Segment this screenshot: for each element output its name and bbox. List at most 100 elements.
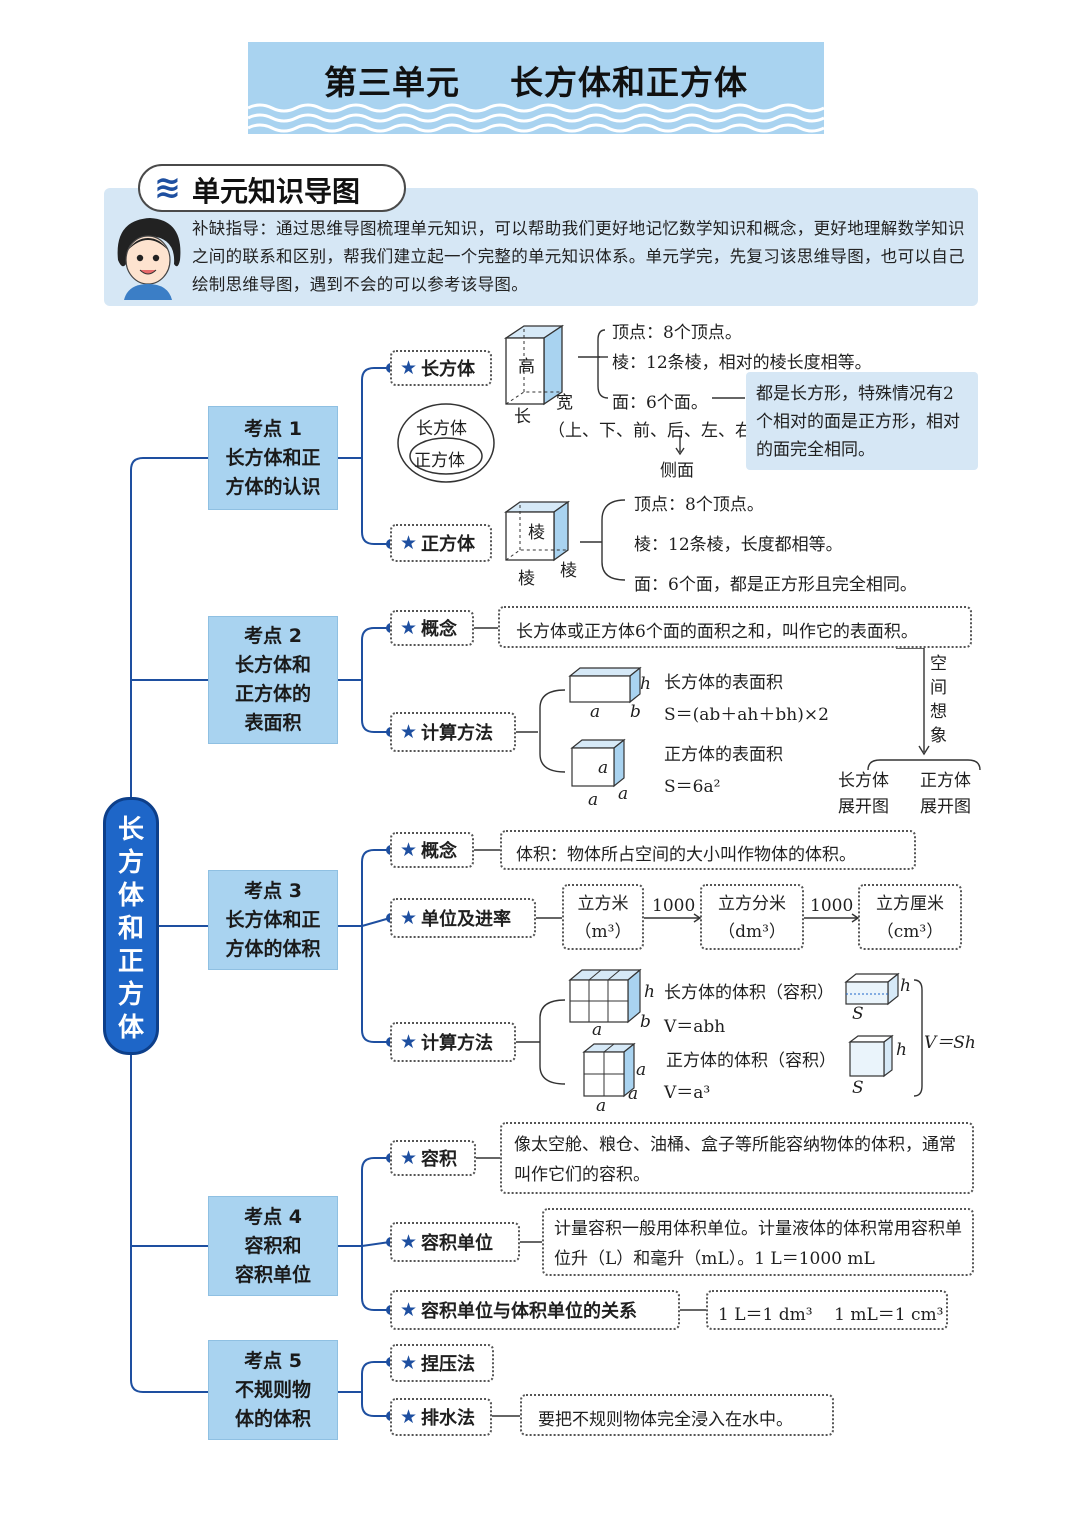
section-title: 单元知识导图 [192,175,361,208]
cube-vol-var-a-depth: a [628,1084,639,1104]
star-icon: ★ [400,1231,418,1253]
volume-cuboid-title: 长方体的体积（容积） [664,983,834,1003]
cuboid-vertex: 顶点：8个顶点。 [612,323,742,343]
capacity-unit-box: 计量容积一般用体积单位。计量液体的体积常用容积单位升（L）和毫升（mL）。1 L… [542,1208,974,1276]
cuboid-note: 都是长方形，特殊情况有2个相对的面是正方形，相对的面完全相同。 [756,384,960,460]
node-capacity-unit: ★容积单位 [390,1222,520,1262]
volume-concept-box: 体积：物体所占空间的大小叫作物体的体积。 [500,830,916,870]
kp1-line-2: 长方体和正 [225,446,321,469]
node-water-method: ★排水法 [390,1398,492,1436]
kp2-line-3: 正方体的 [234,683,311,705]
unit-cubic-decimeter: 立方分米（dm³） [700,884,804,950]
node-volume-units: ★单位及进率 [390,898,536,938]
container-cube-var-s: S [852,1078,864,1098]
container-cube-var-h: h [896,1040,907,1060]
topic-kp2: 考点 2 长方体和 正方体的 表面积 [208,616,338,744]
star-icon: ★ [400,721,418,743]
kp2-line-4: 表面积 [244,712,302,734]
water-method-box: 要把不规则物体完全浸入在水中。 [520,1394,834,1436]
area-cuboid-title: 长方体的表面积 [664,673,783,693]
tip-text: 补缺指导：通过思维导图梳理单元知识，可以帮助我们更好地记忆数学知识和概念，更好地… [192,219,965,294]
node-cube: ★正方体 [390,524,492,562]
capacity-text: 像太空舱、粮仓、油桶、盒子等所能容纳物体的体积，通常叫作它们的容积。 [514,1135,956,1185]
cuboid-note-box: 都是长方形，特殊情况有2个相对的面是正方形，相对的面完全相同。 [746,372,978,470]
cube-var-a-depth: a [618,784,629,804]
unit-cubic-meter: 立方米（m³） [562,884,644,950]
cube-vertex: 顶点：8个顶点。 [634,495,764,515]
star-icon: ★ [400,907,418,929]
volume-cube-title: 正方体的体积（容积） [666,1051,836,1071]
kp2-line-2: 长方体和 [234,654,311,676]
star-icon: ★ [400,1352,418,1374]
cube-face: 面：6个面，都是正方形且完全相同。 [634,575,917,595]
node-area-concept: ★概念 [390,610,474,646]
vol-var-h: h [644,982,655,1002]
lines-icon: ≋ [154,168,181,206]
cube-var-a-bottom: a [588,790,599,810]
area-concept-text: 长方体或正方体6个面的面积之和，叫作它的表面积。 [516,622,918,642]
area-concept-box: 长方体或正方体6个面的面积之和，叫作它的表面积。 [498,606,972,648]
var-h: h [640,674,651,694]
net-cube-label: 正方体展开图 [920,771,971,817]
cuboid-high-label: 高 [518,357,535,377]
star-icon: ★ [400,1299,418,1321]
container-var-s: S [852,1004,864,1024]
star-icon: ★ [400,357,418,379]
volume-cube-figure [582,1042,636,1098]
node-squeeze-method: ★捏压法 [390,1344,494,1382]
topic-kp4: 考点 4 容积和 容积单位 [208,1196,338,1296]
water-method-text: 要把不规则物体完全浸入在水中。 [538,1410,793,1430]
kp2-line-1: 考点 2 [244,625,302,647]
page-title: 第三单元 长方体和正方体 [324,63,748,102]
node-volume-concept: ★概念 [390,832,474,868]
student-avatar-icon [117,218,181,300]
kp3-line-2: 长方体和正 [225,908,321,931]
container-cuboid-figure [844,972,900,1006]
venn-outer-label: 长方体 [416,419,467,439]
kp1-line-3: 方体的认识 [225,475,321,498]
section-tab [138,164,406,212]
star-icon: ★ [400,1406,418,1428]
vol-var-a: a [592,1020,603,1040]
kp5-line-3: 体的体积 [234,1407,311,1430]
venn-inner-label: 正方体 [414,451,465,471]
title-banner [248,42,824,134]
general-volume-formula: V＝Sh [924,1033,976,1053]
root-topic: 长 方 体 和 正 方 体 [103,797,159,1055]
spatial-imagination: 空间想象 [930,654,947,746]
cube-var-a-side: a [598,758,609,778]
area-cube-formula: S＝6a² [664,777,721,797]
cube-vol-var-a-side: a [636,1060,647,1080]
net-cuboid-label: 长方体展开图 [838,771,889,817]
rate-2: 1000 [810,896,854,916]
cuboid-faces-list: （上、下、前、后、左、右） [548,421,769,441]
rate-1: 1000 [652,896,696,916]
kp5-line-2: 不规则物 [234,1378,311,1401]
kp4-line-3: 容积单位 [234,1263,311,1286]
topic-kp3: 考点 3 长方体和正 方体的体积 [208,870,338,970]
cuboid-wide-label: 宽 [556,393,573,413]
kp4-line-2: 容积和 [244,1234,302,1257]
unit-relation-text: 1 L＝1 dm³ 1 mL＝1 cm³ [718,1305,944,1325]
container-var-h: h [900,976,911,996]
node-capacity: ★容积 [390,1140,476,1176]
kp4-line-1: 考点 4 [244,1205,302,1228]
vol-var-b: b [640,1012,651,1032]
kp3-line-3: 方体的体积 [225,937,321,960]
unit-cubic-centimeter: 立方厘米（cm³） [858,884,962,950]
unit-relation-box: 1 L＝1 dm³ 1 mL＝1 cm³ [706,1290,948,1330]
side-faces-label: 侧面 [660,461,694,481]
cube-edge-label-side: 棱 [560,561,577,581]
capacity-box: 像太空舱、粮仓、油桶、盒子等所能容纳物体的体积，通常叫作它们的容积。 [500,1122,974,1194]
star-icon: ★ [400,532,418,554]
cube-figure [503,500,571,562]
node-unit-relation: ★容积单位与体积单位的关系 [390,1290,680,1330]
cuboid-edge: 棱：12条棱，相对的棱长度相等。 [612,353,872,373]
star-icon: ★ [400,1147,418,1169]
cuboid-figure [503,324,565,406]
star-icon: ★ [400,617,418,639]
area-cuboid-figure [568,666,642,704]
var-a: a [590,702,601,722]
node-cuboid: ★长方体 [390,350,492,386]
